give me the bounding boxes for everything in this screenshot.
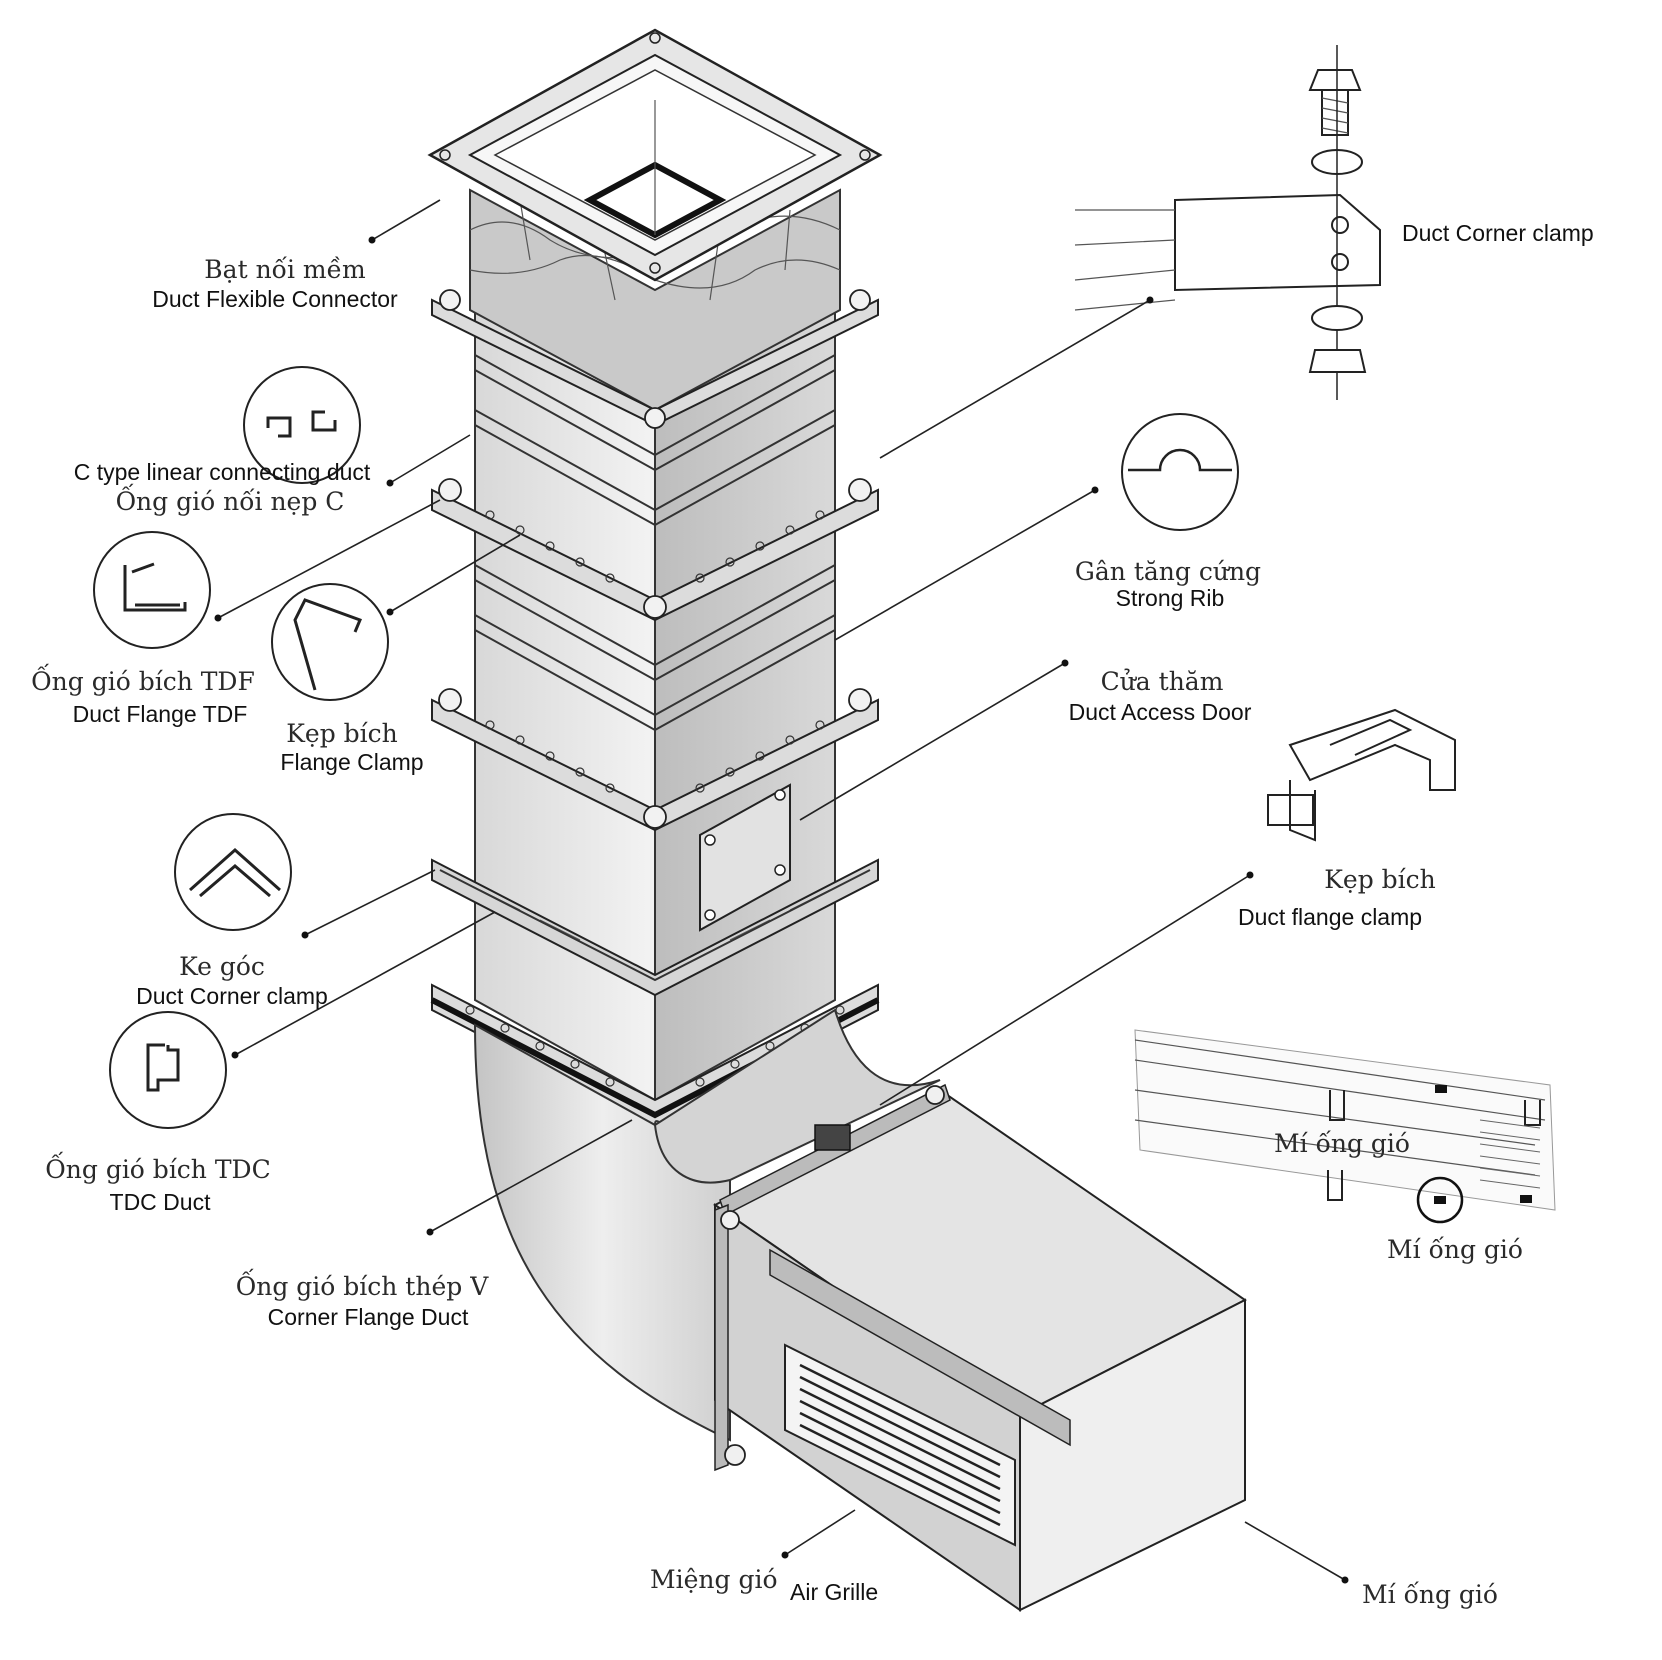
strong-rib-en-label: Strong Rib [1116, 585, 1225, 611]
v-flange-duct-vn-label: Ống gió bích thép V [236, 1269, 489, 1301]
air-grille [784, 1343, 1016, 1547]
duct-flange-clamp-en-label: Duct flange clamp [1238, 904, 1422, 930]
flange-clamp-profile-icon [271, 583, 389, 701]
duct-lip-label-2: Mí ống gió [1387, 1235, 1523, 1264]
tdc-duct-vn-label: Ống gió bích TDC [45, 1152, 270, 1184]
tdc-duct-en-label: TDC Duct [110, 1189, 212, 1215]
labels: Bạt nối mềm Duct Flexible Connector C ty… [31, 220, 1594, 1609]
strong-rib-profile-icon [1121, 413, 1239, 531]
c-type-duct-en-label: C type linear connecting duct [74, 459, 371, 485]
leader-lines [214, 199, 1349, 1584]
corner-clamp-left-en-label: Duct Corner clamp [136, 983, 328, 1009]
corner-clamp-left-vn-label: Ke góc [179, 952, 265, 981]
tdc-profile-icon [109, 1011, 227, 1129]
duct-flange-clamp-detail [1267, 708, 1456, 842]
strong-rib-lines [474, 564, 836, 732]
tdf-duct-en-label: Duct Flange TDF [73, 701, 248, 727]
flexible-connector-vn-label: Bạt nối mềm [204, 255, 366, 284]
duct-lip-label-1: Mí ống gió [1274, 1129, 1410, 1158]
corner-clamp-right-en-label: Duct Corner clamp [1402, 220, 1594, 246]
access-door [699, 783, 791, 932]
v-flange-duct-en-label: Corner Flange Duct [268, 1304, 469, 1330]
duct-flange-clamp-vn-label: Kẹp bích [1324, 865, 1436, 894]
duct-lip-detail [1134, 1029, 1556, 1224]
flange-ring-1 [431, 289, 879, 429]
vertical-duct [427, 28, 883, 1127]
corner-clamp-bolt-detail [1074, 45, 1381, 400]
elbow-duct [473, 1008, 941, 1442]
c-type-strips [474, 354, 836, 527]
tdf-profile-icon [93, 531, 211, 649]
tdf-duct-vn-label: Ống gió bích TDF [31, 664, 255, 696]
air-grille-vn-label: Miệng gió [650, 1565, 778, 1594]
flexible-connector-en-label: Duct Flexible Connector [152, 286, 398, 312]
horizontal-duct [713, 1083, 1247, 1612]
strong-rib-vn-label: Gân tăng cứng [1075, 557, 1261, 586]
c-type-profile-icon [243, 366, 361, 484]
flange-ring-4 [431, 858, 879, 997]
access-door-en-label: Duct Access Door [1069, 699, 1252, 725]
corner-clamp-profile-icon [174, 813, 292, 931]
flange-clamp-vn-label: Kẹp bích [286, 719, 398, 748]
flange-clamp-en-label: Flange Clamp [280, 749, 423, 775]
top-flange [427, 28, 883, 282]
duct-lip-label-3: Mí ống gió [1362, 1580, 1498, 1609]
flange-ring-2 [431, 478, 879, 622]
access-door-vn-label: Cửa thăm [1101, 667, 1224, 696]
c-type-duct-vn-label: Ống gió nối nẹp C [116, 484, 345, 516]
air-grille-en-label: Air Grille [790, 1579, 878, 1605]
flange-ring-3 [431, 688, 879, 832]
